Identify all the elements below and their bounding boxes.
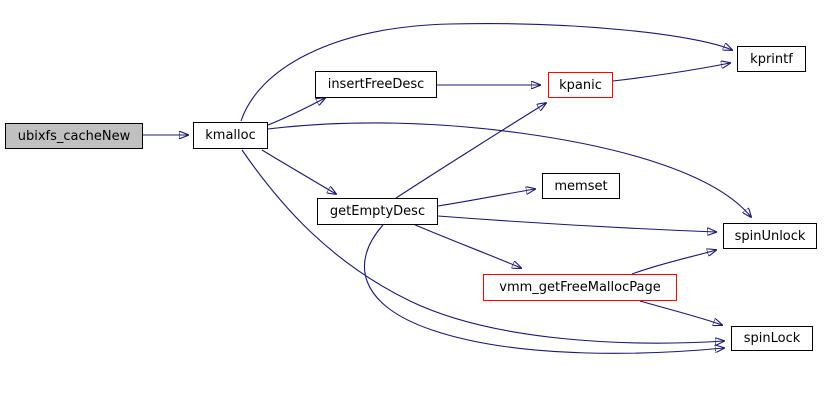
node-insertFreeDesc[interactable]: insertFreeDesc	[315, 71, 437, 98]
edge-kmalloc-insertFreeDesc	[267, 98, 325, 126]
node-kmalloc-label: kmalloc	[205, 128, 256, 143]
edge-getEmptyDesc-kpanic	[395, 103, 546, 199]
node-memset-label: memset	[554, 178, 608, 194]
node-vmm_getFreeMallocPage[interactable]: vmm_getFreeMallocPage	[483, 274, 677, 301]
node-kpanic[interactable]: kpanic	[548, 72, 613, 98]
node-spinUnlock-label: spinUnlock	[734, 228, 806, 244]
node-spinLock-label: spinLock	[743, 331, 801, 346]
node-insertFreeDesc-label: insertFreeDesc	[327, 77, 425, 92]
node-spinUnlock[interactable]: spinUnlock	[723, 223, 817, 249]
edge-getEmptyDesc-memset	[437, 189, 535, 207]
node-getEmptyDesc[interactable]: getEmptyDesc	[317, 198, 438, 225]
node-kmalloc[interactable]: kmalloc	[193, 122, 268, 149]
edge-getEmptyDesc-vmm_getFreeMallocPage	[412, 223, 521, 268]
node-kpanic-label: kpanic	[559, 77, 602, 93]
edge-kmalloc-getEmptyDesc	[261, 149, 336, 194]
node-ubixfs_cacheNew-label: ubixfs_cacheNew	[17, 128, 131, 144]
edge-kmalloc-spinLock	[241, 149, 724, 343]
edge-vmm_getFreeMallocPage-spinUnlock	[631, 250, 716, 275]
node-memset[interactable]: memset	[542, 173, 620, 199]
edge-kpanic-kprintf	[612, 63, 730, 82]
node-kprintf-label: kprintf	[750, 51, 793, 67]
node-getEmptyDesc-label: getEmptyDesc	[329, 204, 426, 219]
node-vmm_getFreeMallocPage-label: vmm_getFreeMallocPage	[499, 280, 661, 295]
edge-kmalloc-spinUnlock	[267, 122, 751, 217]
edge-getEmptyDesc-spinLock	[363, 224, 724, 354]
node-kprintf[interactable]: kprintf	[737, 46, 806, 72]
node-spinLock[interactable]: spinLock	[731, 326, 813, 351]
node-ubixfs_cacheNew: ubixfs_cacheNew	[5, 123, 143, 149]
edge-getEmptyDesc-spinUnlock	[437, 215, 716, 232]
edge-kmalloc-kprintf	[240, 23, 732, 122]
edge-vmm_getFreeMallocPage-spinLock	[639, 300, 722, 325]
